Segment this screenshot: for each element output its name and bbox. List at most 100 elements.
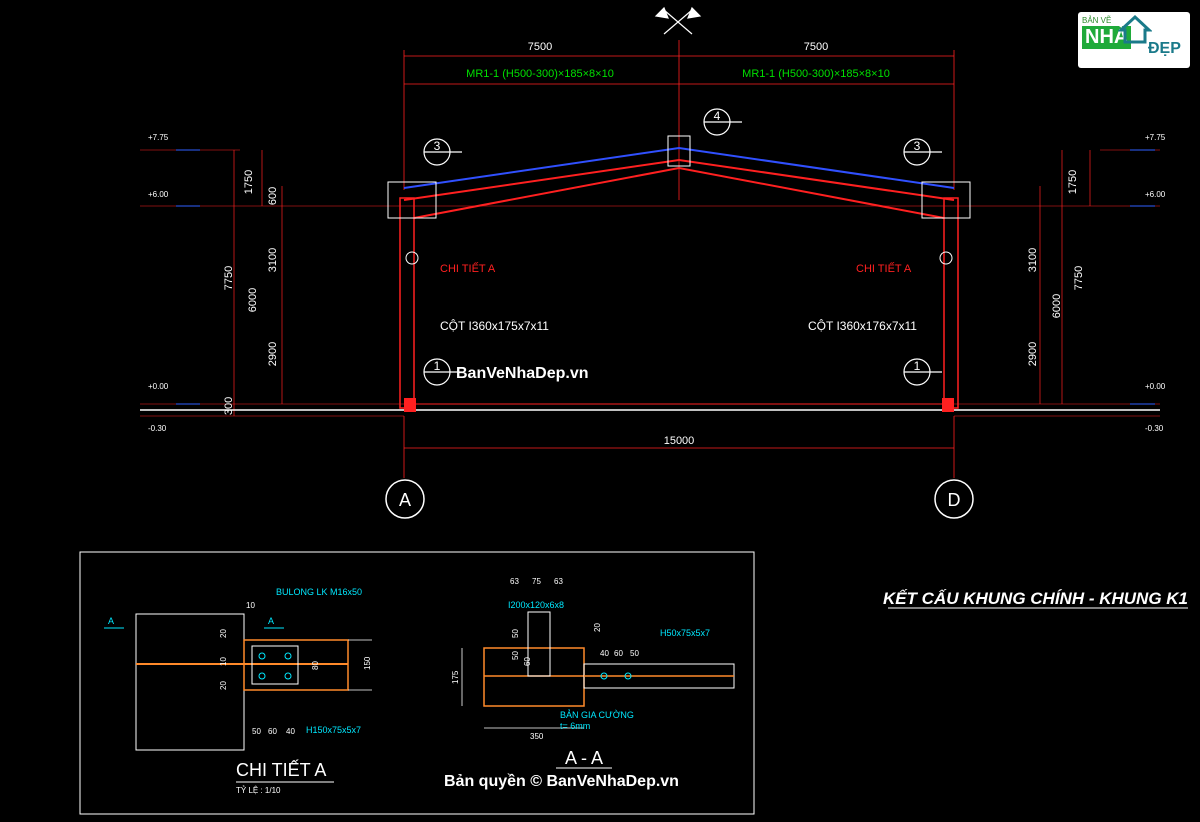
frame	[387, 135, 971, 412]
column-label-left: CỘT I360x175x7x11	[440, 318, 549, 333]
detail-dim-80: 80	[311, 661, 320, 670]
logo-line3: ĐẸP	[1148, 40, 1181, 57]
level-775-right: +7.75	[1145, 133, 1166, 142]
section-dim-75: 75	[532, 577, 541, 586]
dim-7750-right: 7750	[1073, 266, 1085, 290]
grid-axis-d	[934, 479, 974, 519]
section-mark-left: A	[108, 616, 114, 626]
dim-3100-left: 3100	[267, 248, 279, 272]
top-dimension-lines	[403, 40, 955, 200]
dim-6000-left: 6000	[247, 288, 259, 312]
grid-label-a: A	[399, 490, 411, 510]
detail-angle-label: H150x75x5x7	[306, 725, 361, 735]
detail-ref-right: CHI TIẾT A	[856, 262, 912, 275]
section-stiff-thick: t= 6mm	[560, 721, 590, 731]
north-arrow-icon	[654, 6, 702, 35]
base-plate-left	[404, 398, 416, 412]
callout-3-left: 3	[434, 139, 441, 153]
level-lines	[140, 149, 1160, 417]
span-dim-line	[403, 416, 955, 478]
detail-dim-150: 150	[363, 656, 372, 670]
level-000-right: +0.00	[1145, 382, 1166, 391]
section-stiff-label: BẢN GIA CƯỜNG	[560, 709, 634, 720]
section-angle-label: H50x75x5x7	[660, 628, 710, 638]
callout-3-right: 3	[914, 139, 921, 153]
detail-dim-10-top: 10	[246, 601, 255, 610]
rafter-label-right: MR1-1 (H500-300)×185×8×10	[742, 68, 890, 80]
section-dim-50b: 50	[511, 651, 520, 660]
detail-dim-40: 40	[286, 727, 295, 736]
brand-logo: BẢN VẼ NHÀ ĐẸP	[1078, 12, 1190, 68]
knee-box-right	[921, 181, 971, 219]
dim-7750-left: 7750	[223, 266, 235, 290]
dim-right-bay: 7500	[804, 41, 828, 53]
ridge-box	[667, 135, 691, 167]
knee-box-left	[387, 181, 437, 219]
bolt-label: BULONG LK M16x50	[276, 587, 362, 597]
section-dim-63b: 63	[554, 577, 563, 586]
copyright-watermark: Bản quyền © BanVeNhaDep.vn	[444, 773, 679, 790]
dim-300-left: 300	[223, 397, 235, 415]
dim-3100-right: 3100	[1027, 248, 1039, 272]
section-plate-label: I200x120x6x8	[508, 600, 564, 610]
level-600-left: +6.00	[148, 190, 169, 199]
dim-1750-right: 1750	[1067, 170, 1079, 194]
level-m030-right: -0.30	[1145, 424, 1164, 433]
level-000-left: +0.00	[148, 382, 169, 391]
base-plate-right	[942, 398, 954, 412]
detail-a-scale: TỶ LỆ : 1/10	[236, 786, 281, 795]
detail-panel	[79, 551, 755, 815]
section-dim-350: 350	[530, 732, 544, 741]
callout-1-right: 1	[914, 359, 921, 373]
dim-2900-left: 2900	[267, 342, 279, 366]
roof-purlin-line	[403, 146, 955, 189]
vertical-dimension-lines	[233, 150, 1091, 416]
section-mark-right: A	[268, 616, 274, 626]
grid-axis-a	[385, 479, 425, 519]
section-dim-50c: 50	[630, 649, 639, 658]
callout-4: 4	[714, 109, 721, 123]
detail-marker-left	[405, 251, 419, 265]
section-aa-drawing	[461, 611, 735, 729]
detail-dim-60: 60	[268, 727, 277, 736]
section-dim-40: 40	[600, 649, 609, 658]
detail-marker-right	[939, 251, 953, 265]
section-aa-title: A - A	[565, 748, 603, 768]
house-icon	[1118, 14, 1152, 44]
section-dim-50a: 50	[511, 629, 520, 638]
detail-dim-10-mid: 10	[219, 657, 228, 666]
detail-dim-20-top: 20	[219, 629, 228, 638]
callout-markers	[423, 108, 942, 386]
level-600-right: +6.00	[1145, 190, 1166, 199]
dim-1750-left: 1750	[243, 170, 255, 194]
grid-label-d: D	[948, 490, 961, 510]
dim-span-15000: 15000	[664, 435, 695, 447]
dim-6000-right: 6000	[1051, 294, 1063, 318]
level-m030-left: -0.30	[148, 424, 167, 433]
rafter-label-left: MR1-1 (H500-300)×185×8×10	[466, 68, 614, 80]
detail-a-drawing	[104, 613, 372, 751]
level-775-left: +7.75	[148, 133, 169, 142]
logo-line1: BẢN VẼ	[1082, 16, 1112, 25]
section-dim-60b: 60	[614, 649, 623, 658]
section-dim-20: 20	[593, 623, 602, 632]
dim-left-bay: 7500	[528, 41, 552, 53]
section-dim-175: 175	[451, 670, 460, 684]
section-dim-60: 60	[523, 657, 532, 666]
column-label-right: CỘT I360x176x7x11	[808, 318, 917, 333]
column-left	[399, 197, 415, 409]
drawing-title: KẾT CẤU KHUNG CHÍNH - KHUNG K1	[883, 589, 1188, 608]
detail-ref-left: CHI TIẾT A	[440, 262, 496, 275]
section-dim-63a: 63	[510, 577, 519, 586]
dim-2900-right: 2900	[1027, 342, 1039, 366]
rafter-bottom	[413, 166, 945, 219]
detail-dim-20-bot: 20	[219, 681, 228, 690]
watermark-top: BanVeNhaDep.vn	[456, 365, 588, 382]
detail-a-title: CHI TIẾT A	[236, 759, 326, 780]
column-right	[943, 197, 959, 409]
dim-600-left: 600	[267, 187, 279, 205]
rafter-top	[403, 158, 955, 201]
level-markers	[176, 149, 1155, 405]
callout-1-left: 1	[434, 359, 441, 373]
